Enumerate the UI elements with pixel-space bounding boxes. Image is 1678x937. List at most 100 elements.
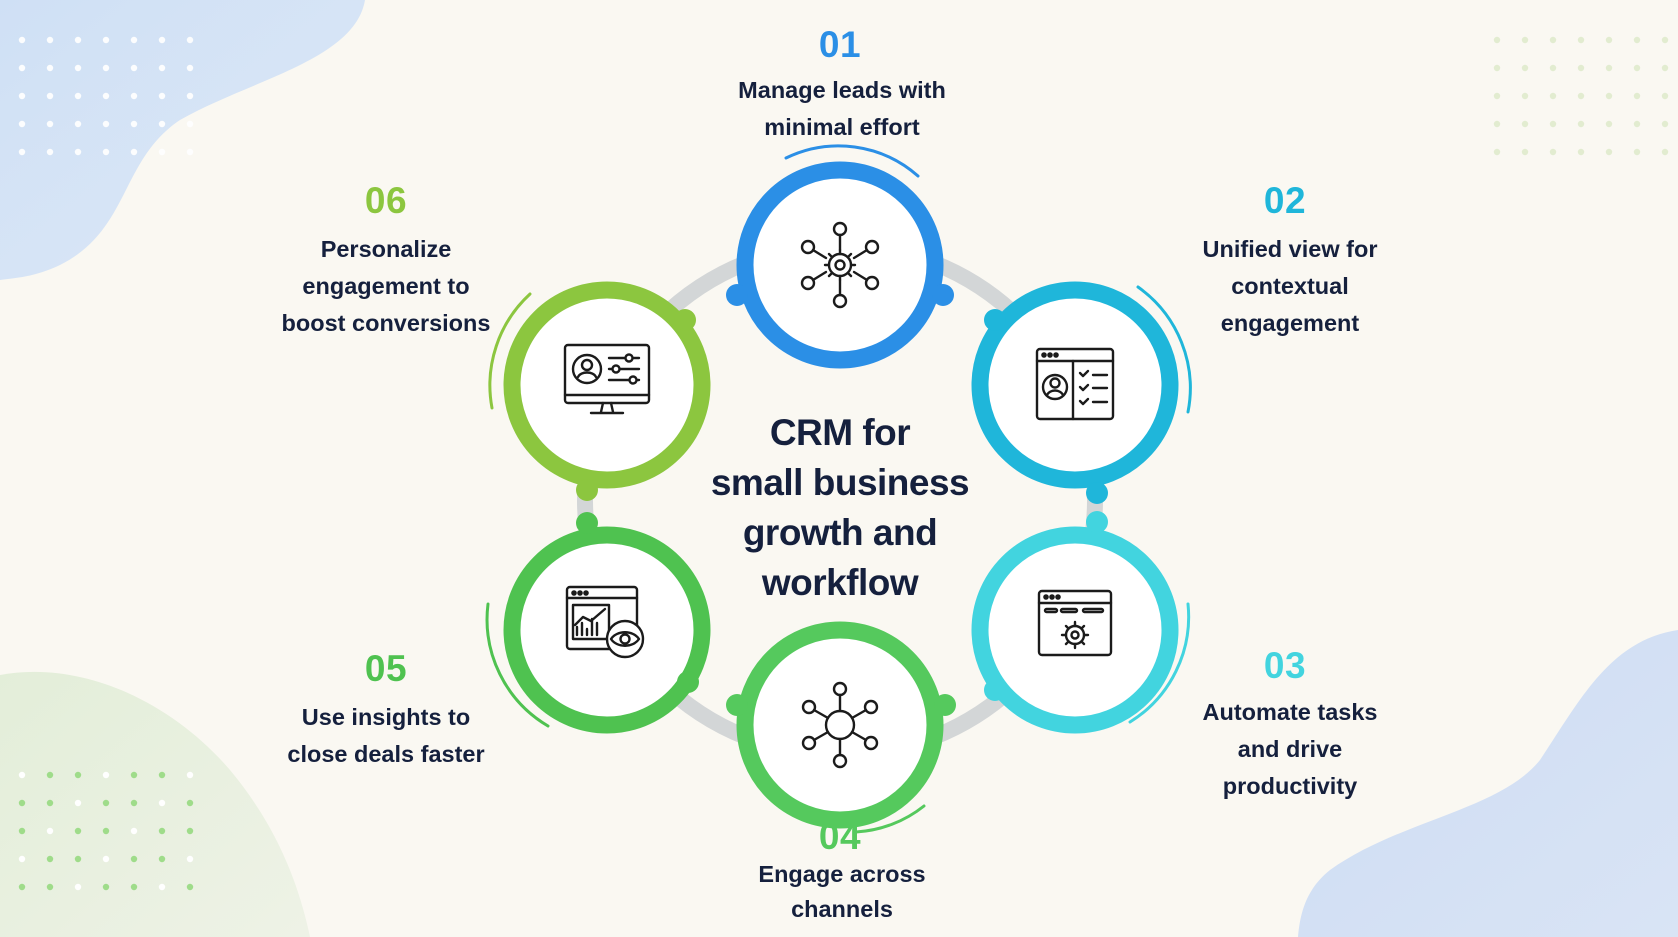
- caption-line: engagement: [1220, 310, 1360, 336]
- decor-dot: [158, 827, 166, 835]
- caption-line: contextual: [1231, 273, 1349, 299]
- caption-line: Manage leads with: [738, 77, 946, 103]
- decor-dot: [158, 92, 166, 100]
- step-01-number: 01: [818, 24, 862, 65]
- decor-dot: [18, 799, 26, 807]
- step-06-number: 06: [364, 180, 408, 221]
- decor-dot: [1661, 36, 1669, 44]
- decor-dot: [18, 36, 26, 44]
- decor-dot: [1577, 64, 1585, 72]
- decor-dot: [18, 883, 26, 891]
- decor-dot: [18, 827, 26, 835]
- step-04-caption-line-2: channels: [697, 891, 987, 928]
- caption-line: Use insights to: [301, 704, 471, 730]
- decor-dot: [1549, 120, 1557, 128]
- caption-line: Unified view for: [1202, 236, 1378, 262]
- decor-dot: [46, 883, 54, 891]
- decor-dot: [1549, 64, 1557, 72]
- decor-dot: [74, 883, 82, 891]
- decor-dot: [130, 799, 138, 807]
- decor-dot: [74, 855, 82, 863]
- center-title: CRM for small business growth and workfl…: [690, 408, 990, 608]
- caption-line: minimal effort: [764, 114, 920, 140]
- decor-dot: [102, 120, 110, 128]
- decor-dot: [1521, 36, 1529, 44]
- decor-dot: [158, 120, 166, 128]
- decor-dot: [74, 771, 82, 779]
- decor-dot: [186, 827, 194, 835]
- blob-bottom-right: [1298, 630, 1678, 937]
- decor-dot: [186, 771, 194, 779]
- decor-dot: [158, 36, 166, 44]
- step-05-caption: Use insights to close deals faster: [241, 699, 531, 773]
- decor-dot: [1549, 36, 1557, 44]
- step-06-caption: Personalize engagement to boost conversi…: [241, 231, 531, 342]
- decor-dot: [186, 855, 194, 863]
- dot-grid-top-right: [1493, 36, 1669, 156]
- caption-line: productivity: [1222, 773, 1358, 799]
- decor-dot: [1521, 120, 1529, 128]
- decor-dot: [130, 36, 138, 44]
- decor-dot: [18, 771, 26, 779]
- step-03-number: 03: [1263, 645, 1307, 686]
- center-title-line: small business: [710, 462, 970, 503]
- decor-dot: [102, 148, 110, 156]
- decor-dot: [130, 92, 138, 100]
- caption-line: and drive: [1237, 736, 1343, 762]
- step-circle-06: [503, 281, 711, 501]
- decor-dot: [186, 148, 194, 156]
- decor-dot: [186, 883, 194, 891]
- decor-dot: [74, 36, 82, 44]
- step-05-number: 05: [364, 648, 408, 689]
- decor-dot: [158, 883, 166, 891]
- decor-dot: [186, 799, 194, 807]
- caption-line: Automate tasks: [1202, 699, 1378, 725]
- decor-dot: [102, 92, 110, 100]
- decor-dot: [46, 36, 54, 44]
- dot-grid-top-left: [18, 36, 194, 156]
- decor-dot: [46, 120, 54, 128]
- decor-dot: [158, 855, 166, 863]
- decor-dot: [46, 92, 54, 100]
- decor-dot: [1549, 148, 1557, 156]
- step-circle-03: [971, 511, 1179, 734]
- decor-dot: [1661, 92, 1669, 100]
- decor-dot: [74, 827, 82, 835]
- caption-line: Personalize: [320, 236, 452, 262]
- decor-dot: [158, 64, 166, 72]
- analytics-eye-icon: [565, 585, 645, 659]
- caption-line: close deals faster: [287, 741, 485, 767]
- decor-dot: [1493, 36, 1501, 44]
- decor-dot: [18, 148, 26, 156]
- caption-line: Engage across: [758, 861, 926, 887]
- decor-dot: [46, 855, 54, 863]
- decor-dot: [1633, 92, 1641, 100]
- decor-dot: [74, 120, 82, 128]
- center-title-line: CRM for: [769, 412, 911, 453]
- decor-dot: [158, 771, 166, 779]
- decor-dot: [18, 64, 26, 72]
- decor-dot: [1633, 36, 1641, 44]
- browser-gear-icon: [1037, 589, 1113, 657]
- decor-dot: [1577, 120, 1585, 128]
- decor-dot: [1493, 148, 1501, 156]
- decor-dot: [74, 92, 82, 100]
- contact-checklist-icon: [1035, 347, 1115, 421]
- decor-dot: [1605, 36, 1613, 44]
- decor-dot: [186, 36, 194, 44]
- decor-dot: [18, 855, 26, 863]
- step-circle-01: [726, 161, 954, 369]
- decor-dot: [1577, 92, 1585, 100]
- decor-dot: [1605, 64, 1613, 72]
- caption-line: engagement to: [302, 273, 470, 299]
- decor-dot: [1605, 92, 1613, 100]
- dot-grid-bottom-left: [18, 771, 194, 891]
- decor-dot: [186, 64, 194, 72]
- step-02-caption: Unified view for contextual engagement: [1145, 231, 1435, 342]
- blob-top-left: [0, 0, 365, 280]
- decor-dot: [1577, 148, 1585, 156]
- decor-dot: [102, 799, 110, 807]
- step-circle-04: [726, 621, 956, 829]
- decor-dot: [130, 771, 138, 779]
- decor-dot: [1577, 36, 1585, 44]
